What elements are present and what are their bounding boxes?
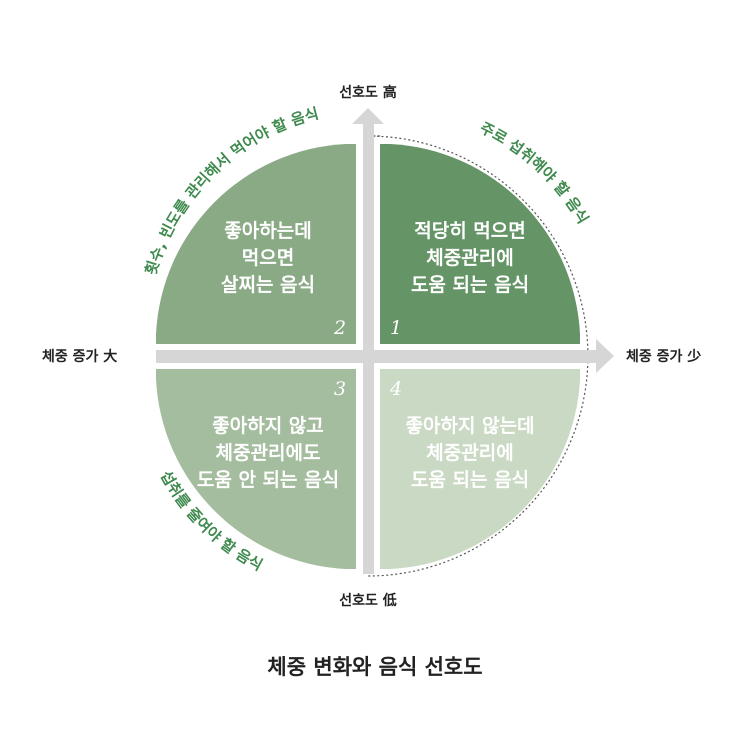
quadrant-3-number: 3 [334, 378, 346, 400]
quadrant-2-shape [156, 144, 356, 344]
axis-label-right: 체중 증가 少 [626, 348, 701, 365]
quadrant-3-line-2: 체중관리에도 [216, 442, 321, 464]
quadrant-3-line-1: 좋아하지 않고 [212, 415, 324, 437]
top-axis-arrow [352, 108, 384, 124]
quadrant-1-text: 적당히 먹으면 체중관리에 도움 되는 음식 1 [390, 220, 529, 339]
quadrant-1-shape [380, 144, 580, 344]
vertical-axis-bar [363, 124, 374, 574]
quadrant-3-text: 좋아하지 않고 체중관리에도 도움 안 되는 음식 3 [197, 378, 346, 491]
right-axis-arrow [596, 339, 614, 373]
quadrant-2-number: 2 [333, 317, 346, 339]
quadrant-2-line-3: 살찌는 음식 [221, 274, 315, 296]
axis-label-left: 체중 증가 大 [42, 348, 117, 365]
quadrant-4-shape [380, 369, 580, 569]
quadrant-2-text: 좋아하는데 먹으면 살찌는 음식 2 [221, 220, 346, 339]
quadrant-1-line-2: 체중관리에 [426, 247, 513, 269]
quadrant-4-line-3: 도움 되는 음식 [411, 469, 529, 491]
quadrant-4-line-1: 좋아하지 않는데 [406, 415, 535, 437]
quadrant-4-text: 좋아하지 않는데 체중관리에 도움 되는 음식 4 [389, 378, 535, 491]
quadrant-1-line-1: 적당히 먹으면 [414, 220, 526, 242]
quadrant-3-shape [156, 369, 356, 569]
horizontal-axis-bar [156, 350, 598, 363]
axis-label-top: 선호도 高 [339, 84, 397, 101]
quadrant-2-line-1: 좋아하는데 [224, 220, 311, 242]
quadrant-3-line-3: 도움 안 되는 음식 [197, 469, 339, 491]
quadrant-4-line-2: 체중관리에 [426, 442, 513, 464]
quadrant-1-line-3: 도움 되는 음식 [411, 274, 529, 296]
axis-label-bottom: 선호도 低 [339, 592, 397, 609]
quadrant-2-line-2: 먹으면 [242, 247, 294, 269]
quadrant-4-number: 4 [389, 378, 402, 400]
diagram-caption: 체중 변화와 음식 선호도 [267, 655, 482, 679]
quadrant-1-number: 1 [390, 317, 402, 339]
